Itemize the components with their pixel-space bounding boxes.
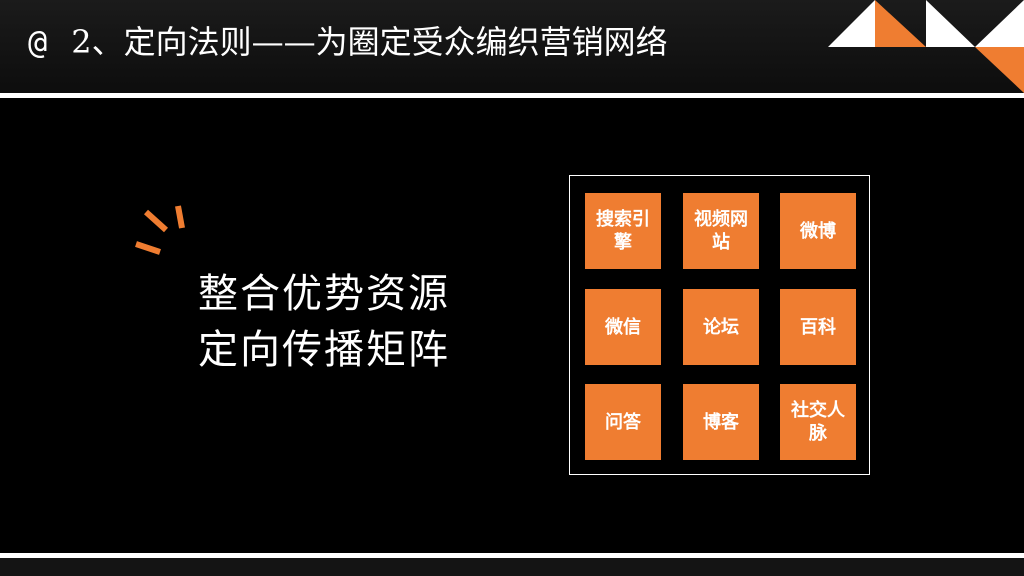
header-bar: @2、定向法则——为圈定受众编织营销网络: [0, 0, 1024, 93]
tile-label: 论坛: [703, 316, 739, 338]
triangle-decoration-icon: [828, 0, 1024, 93]
deco-triangle-white-3: [975, 0, 1024, 47]
tile-label: 视频网站: [694, 209, 748, 253]
tile-label: 社交人脉: [791, 400, 845, 444]
headline-line-1: 整合优势资源: [198, 271, 450, 317]
tile-encyclopedia[interactable]: 百科: [780, 289, 856, 365]
page-title-text: 2、定向法则——为圈定受众编织营销网络: [71, 23, 668, 61]
headline: 整合优势资源 定向传播矩阵: [198, 266, 450, 378]
footer-divider: [0, 553, 1024, 558]
deco-triangle-white-2: [926, 0, 975, 47]
tile-weibo[interactable]: 微博: [780, 193, 856, 269]
deco-triangle-orange-2: [975, 47, 1024, 93]
tile-social-network[interactable]: 社交人脉: [780, 384, 856, 460]
tile-label: 百科: [800, 316, 836, 338]
tile-video-site[interactable]: 视频网站: [683, 193, 759, 269]
page-title: @2、定向法则——为圈定受众编织营销网络: [28, 22, 668, 62]
footer-bar: [0, 558, 1024, 576]
at-icon: @: [28, 23, 48, 61]
header-divider: [0, 93, 1024, 98]
tile-label: 问答: [605, 411, 641, 433]
tile-label: 微博: [800, 220, 836, 242]
deco-triangle-white-1: [828, 0, 875, 47]
headline-line-2: 定向传播矩阵: [198, 327, 450, 373]
tile-label: 搜索引擎: [596, 209, 650, 253]
tile-qa[interactable]: 问答: [585, 384, 661, 460]
tile-label: 微信: [605, 316, 641, 338]
tile-search-engine[interactable]: 搜索引擎: [585, 193, 661, 269]
tile-blog[interactable]: 博客: [683, 384, 759, 460]
tile-wechat[interactable]: 微信: [585, 289, 661, 365]
tile-forum[interactable]: 论坛: [683, 289, 759, 365]
channel-grid: 搜索引擎 视频网站 微博 微信 论坛 百科 问答 博客 社交人脉: [569, 175, 870, 475]
burst-lines-icon: [135, 205, 185, 255]
tile-label: 博客: [703, 411, 739, 433]
deco-triangle-orange-1: [875, 0, 926, 47]
